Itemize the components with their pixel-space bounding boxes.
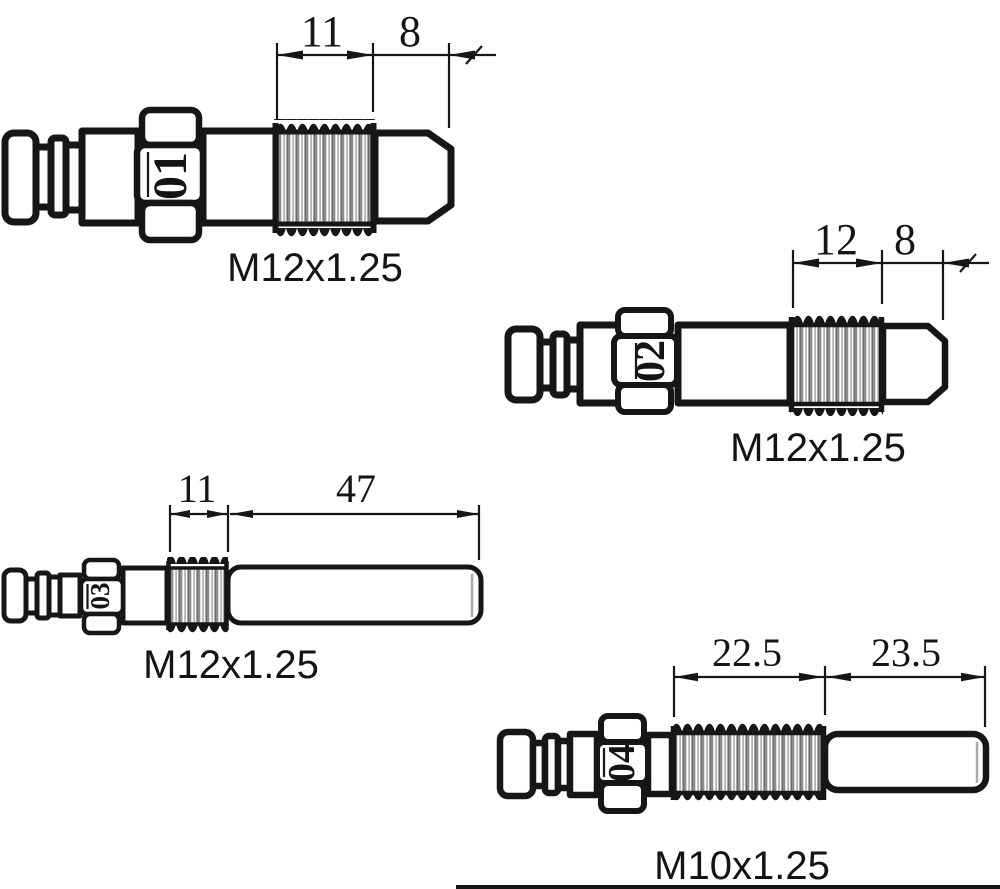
- hex-nut: 02: [611, 307, 680, 415]
- adapter-02-drawing: 02 12 8 M12x1.25: [504, 215, 989, 470]
- adapter-04-drawing: 04 22.5 23.5 M10x1.25: [496, 630, 990, 888]
- adapter-03-drawing: 03 11 47 M12x1.25: [1, 466, 484, 687]
- thread-spec-label: M12x1.25: [143, 643, 319, 687]
- long-shaft: [225, 564, 484, 626]
- hex-nut: 03: [78, 557, 126, 636]
- cropped-edge-artifact: [456, 885, 1000, 889]
- tip-connector: [496, 728, 574, 800]
- part-number-label: 02: [628, 340, 674, 382]
- dimension-lines: 22.5 23.5: [672, 630, 987, 727]
- dimension-value: 8: [894, 215, 916, 264]
- dimension-lines: 11 47: [168, 466, 481, 560]
- adapter-01-drawing: 01 11 8 M12x1.25: [1, 7, 496, 290]
- body-cylinder: [78, 127, 142, 227]
- part-number-label: 03: [85, 583, 115, 610]
- chamfered-end-tip: [371, 129, 455, 225]
- thread-spec-label: M12x1.25: [227, 246, 403, 290]
- body-cylinder: [199, 127, 280, 227]
- thread-section: [670, 722, 827, 804]
- dimension-lines: 12 8: [791, 215, 989, 320]
- hex-nut: 01: [133, 106, 207, 244]
- chamfered-end-tip: [879, 322, 949, 406]
- thread-section: [272, 119, 377, 237]
- dimension-value: 11: [301, 7, 343, 56]
- body-cylinder: [674, 321, 794, 407]
- thread-spec-label: M12x1.25: [730, 426, 906, 470]
- part-number-label: 01: [144, 152, 197, 200]
- dimension-value: 23.5: [871, 630, 941, 675]
- dimension-lines: 11 8: [275, 7, 496, 128]
- hex-nut: 04: [594, 713, 651, 814]
- tip-connector: [1, 567, 63, 624]
- body-cylinder: [644, 731, 676, 798]
- dimension-value: 47: [336, 466, 376, 511]
- long-shaft: [821, 730, 990, 794]
- tip-connector: [1, 129, 86, 226]
- thread-spec-label: M10x1.25: [654, 844, 830, 888]
- body-cylinder: [120, 565, 170, 626]
- dimension-value: 12: [814, 215, 858, 264]
- thread-section: [166, 557, 229, 635]
- dimension-value: 22.5: [712, 630, 782, 675]
- part-number-label: 04: [601, 744, 643, 782]
- thread-section: [788, 313, 885, 416]
- dimension-value: 8: [399, 7, 421, 56]
- body-cylinder: [57, 572, 83, 619]
- dimension-value: 11: [178, 466, 217, 511]
- tip-connector: [504, 325, 584, 404]
- body-cylinder: [566, 730, 601, 799]
